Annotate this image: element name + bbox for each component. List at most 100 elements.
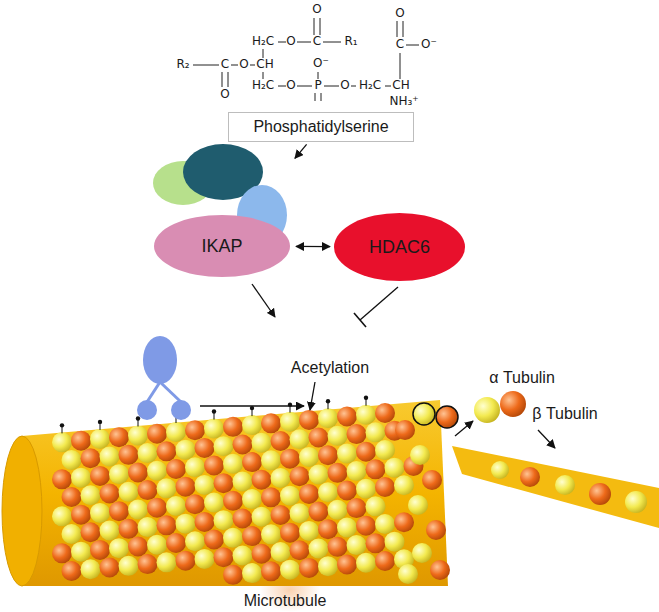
tubulin-sphere xyxy=(242,452,262,472)
tubulin-sphere xyxy=(280,449,300,469)
process-box: Phosphatidylserine xyxy=(228,112,414,142)
atom-label: NH₃⁺ xyxy=(389,95,418,108)
tubulin-sphere xyxy=(328,426,348,446)
tubulin-sphere xyxy=(366,533,386,553)
tubulin-sphere xyxy=(71,505,91,525)
tubulin-sphere xyxy=(242,526,262,546)
tubulin-sphere xyxy=(261,524,281,544)
tubulin-sphere xyxy=(261,561,281,581)
tubulin-sphere xyxy=(375,551,395,571)
part-label: Acetylation xyxy=(291,359,369,377)
atom-label: O⁻ xyxy=(313,57,329,70)
acetyl-mark xyxy=(250,406,254,416)
tubulin-sphere xyxy=(166,496,186,516)
tubulin-sphere xyxy=(318,482,338,502)
tubulin-sphere xyxy=(337,480,357,500)
tubulin-sphere xyxy=(166,533,186,553)
atom-label: R₁ xyxy=(344,35,357,48)
atom-label: C xyxy=(396,38,404,51)
tubulin-sphere xyxy=(100,447,120,467)
tubulin-sphere xyxy=(356,516,376,536)
connector-arrow xyxy=(296,246,330,247)
tubulin-sphere xyxy=(147,424,167,444)
tubulin-sphere xyxy=(157,515,177,535)
tubulin-sphere xyxy=(299,521,319,541)
tubulin-sphere xyxy=(81,559,101,579)
tubulin-sphere xyxy=(261,413,281,433)
tubulin-sphere xyxy=(328,500,348,520)
protein-complex: IKAP xyxy=(150,143,293,279)
tubulin-sphere xyxy=(109,501,129,521)
tubulin-sphere xyxy=(138,517,158,537)
tubulin-sphere xyxy=(223,454,243,474)
tubulin-sphere xyxy=(280,560,300,580)
atom-label: O xyxy=(395,7,404,20)
tubulin-sphere xyxy=(385,458,405,478)
tubulin-sphere xyxy=(119,556,139,576)
tubulin-sphere xyxy=(271,431,291,451)
connector-arrow xyxy=(295,144,307,158)
protein-ellipse: HDAC6 xyxy=(333,212,466,282)
tubulin-sphere xyxy=(261,450,281,470)
tubulin-sphere xyxy=(52,432,72,452)
tubulin-sphere xyxy=(356,479,376,499)
tubulin-sphere xyxy=(138,554,158,574)
tubulin-sphere xyxy=(375,477,395,497)
tubulin-sphere xyxy=(176,514,196,534)
node-label: IKAP xyxy=(201,236,242,257)
atom-label: C xyxy=(221,58,229,71)
tubulin-sphere xyxy=(204,493,224,513)
tubulin-sphere xyxy=(176,551,196,571)
tubulin-sphere xyxy=(176,477,196,497)
tubulin-sphere xyxy=(242,489,262,509)
tubulin-sphere xyxy=(252,433,272,453)
tubulin-sphere xyxy=(625,491,647,513)
tubulin-sphere xyxy=(185,531,205,551)
tubulin-sphere xyxy=(62,524,82,544)
tubulin-sphere xyxy=(290,429,310,449)
tubulin-sphere xyxy=(589,483,611,505)
tubulin-sphere xyxy=(119,482,139,502)
tubulin-sphere xyxy=(271,505,291,525)
tubulin-sphere xyxy=(166,459,186,479)
acetyl-mark xyxy=(326,399,330,409)
tubulin-sphere xyxy=(299,558,319,578)
microtubule-end xyxy=(2,436,42,586)
tubulin-sphere xyxy=(395,420,415,440)
tubulin-sphere xyxy=(347,461,367,481)
tubulin-sphere xyxy=(328,463,348,483)
tubulin-sphere xyxy=(52,543,72,563)
depolymerized-tube xyxy=(452,446,659,528)
tubulin-sphere xyxy=(261,487,281,507)
tubulin-sphere xyxy=(52,506,72,526)
tubulin-sphere xyxy=(81,448,101,468)
tubulin-sphere xyxy=(410,445,430,465)
tubulin-sphere xyxy=(385,532,405,552)
tubulin-sphere xyxy=(375,440,395,460)
tubulin-sphere xyxy=(157,552,177,572)
atom-label: CH xyxy=(392,79,409,92)
tubulin-sphere xyxy=(252,470,272,490)
atom-label: O xyxy=(340,79,349,92)
tubulin-sphere xyxy=(233,545,253,565)
atom-label: H₂C xyxy=(252,79,274,92)
tubulin-sphere xyxy=(366,422,386,442)
acetyl-mark xyxy=(288,402,292,412)
acetyl-marks xyxy=(60,396,368,434)
tube-dimers xyxy=(491,461,647,513)
tubulin-sphere xyxy=(71,468,91,488)
tubulin-sphere xyxy=(252,507,272,527)
tubulin-sphere xyxy=(109,464,129,484)
acetyl-mark xyxy=(136,416,140,426)
tubulin-sphere xyxy=(223,565,243,585)
atom-label: O⁻ xyxy=(421,38,437,51)
acetyl-mark xyxy=(98,420,102,430)
atom-label: O xyxy=(286,35,295,48)
tubulin-sphere xyxy=(52,469,72,489)
tubulin-sphere xyxy=(128,536,148,556)
tubulin-sphere xyxy=(100,484,120,504)
tubulin-sphere xyxy=(100,558,120,578)
part-label: Microtubule xyxy=(244,592,327,610)
node-label: HDAC6 xyxy=(369,237,430,258)
